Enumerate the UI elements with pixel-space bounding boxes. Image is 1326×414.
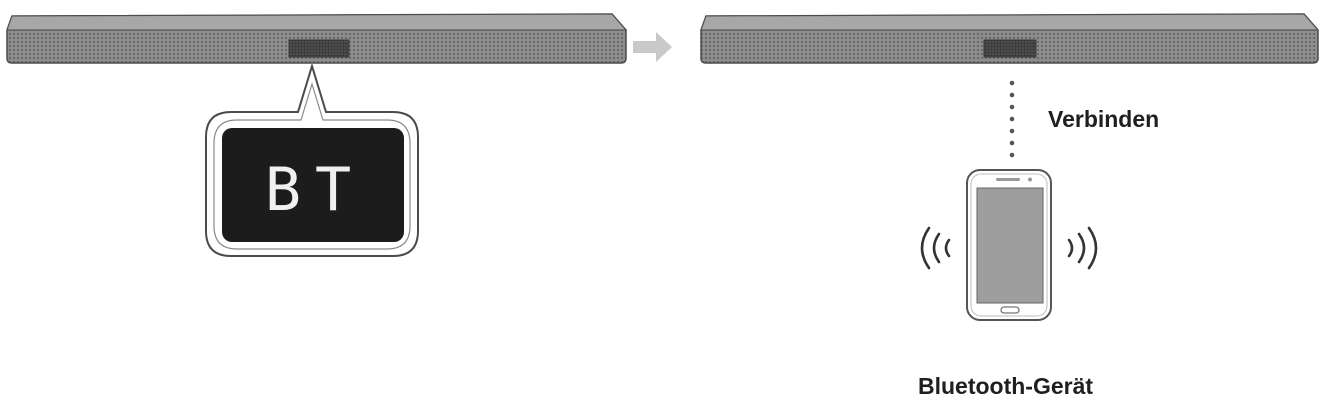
bluetooth-device-label: Bluetooth-Gerät bbox=[918, 373, 1094, 399]
soundbar-right bbox=[700, 13, 1320, 64]
display-callout bbox=[205, 62, 419, 257]
soundbar-left bbox=[6, 13, 628, 64]
display-bt-text: BT bbox=[264, 155, 366, 225]
connect-label: Verbinden bbox=[1048, 106, 1160, 132]
soundbar-left-display-window bbox=[288, 39, 350, 58]
connection-dotted-line bbox=[1009, 80, 1015, 158]
signal-waves-icon bbox=[920, 226, 1098, 270]
display-screen bbox=[222, 128, 404, 242]
smartphone-screen bbox=[976, 187, 1044, 304]
soundbar-right-display-window bbox=[983, 39, 1037, 58]
smartphone-icon bbox=[966, 169, 1052, 321]
arrow-right-icon bbox=[633, 32, 672, 62]
